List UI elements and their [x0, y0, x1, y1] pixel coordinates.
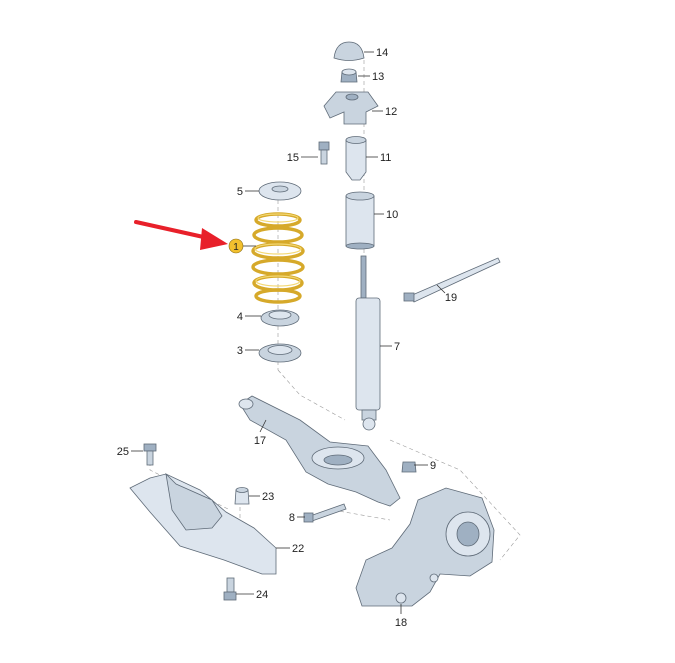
callout-14: 14: [376, 47, 388, 59]
callout-1: 1: [233, 242, 239, 253]
upper-spring-seat: [258, 181, 302, 201]
callout-4: 4: [237, 311, 243, 323]
top-mount: [323, 91, 379, 125]
cable-tie: [403, 257, 501, 303]
lower-spring-pad: [260, 309, 300, 327]
callout-18: 18: [395, 617, 407, 629]
nut-9: [401, 461, 417, 473]
bush-23: [234, 487, 250, 505]
subframe-cover: [129, 472, 277, 575]
protective-cap: [333, 41, 365, 61]
callout-7: 7: [394, 341, 400, 353]
callout-24: 24: [256, 589, 268, 601]
shock-absorber: [355, 255, 381, 431]
callout-3: 3: [237, 345, 243, 357]
callout-labels: 1 3 4 5 7 8 9 10 11 12 13 14 15 17 18 19…: [117, 47, 457, 629]
callout-23: 23: [262, 491, 274, 503]
callout-22: 22: [292, 543, 304, 555]
callout-5: 5: [237, 186, 243, 198]
leader-lines: [131, 51, 446, 614]
callout-11: 11: [380, 152, 391, 164]
wheel-bearing-housing: [355, 487, 495, 607]
protective-sleeve: [345, 191, 375, 250]
callout-badge-1: [228, 238, 244, 254]
spring-link: [238, 395, 401, 507]
callout-10: 10: [386, 209, 398, 221]
bump-stop: [345, 136, 367, 181]
callout-15: 15: [287, 152, 299, 164]
spring-pad: [258, 343, 302, 363]
highlight-arrow: [134, 220, 228, 250]
callout-12: 12: [385, 106, 397, 118]
callout-25: 25: [117, 446, 129, 458]
callout-17: 17: [254, 435, 266, 447]
bolt-8: [303, 503, 347, 523]
callout-9: 9: [430, 460, 436, 472]
bolt-15: [318, 141, 330, 165]
bolt-25: [143, 443, 157, 466]
coil-spring: [251, 212, 305, 304]
bolt-24: [223, 577, 237, 601]
callout-8: 8: [289, 512, 295, 524]
callout-13: 13: [372, 71, 384, 83]
nut-13: [340, 68, 358, 83]
callout-19: 19: [445, 292, 457, 304]
